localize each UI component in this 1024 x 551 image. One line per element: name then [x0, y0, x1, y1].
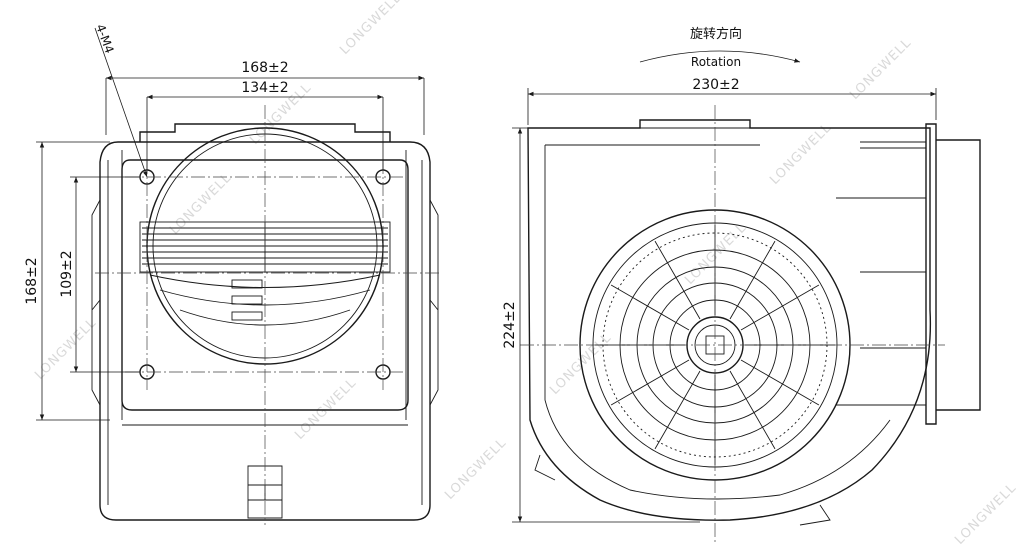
watermark-text: LONGWELL [442, 435, 509, 502]
bottom-feet [534, 454, 831, 526]
watermark-text: LONGWELL [847, 35, 914, 102]
dim-label-width: 230±2 [692, 77, 739, 93]
mounting-plate [121, 159, 409, 411]
watermarks: LONGWELL LONGWELL LONGWELL LONGWELL LONG… [32, 0, 1019, 548]
watermark-text: LONGWELL [292, 375, 359, 442]
hole-note-label: 4-M4 [93, 22, 116, 55]
housing-inner-right [405, 150, 423, 505]
dim-label-height: 224±2 [502, 301, 518, 348]
hole-centerline [125, 160, 405, 390]
grille-spoke [610, 284, 690, 331]
dimension-line-height-outer [36, 141, 110, 421]
grille-spoke [654, 240, 701, 320]
watermark-text: LONGWELL [767, 120, 834, 187]
dimension-line-width-holes [146, 97, 384, 170]
grille-spoke [654, 370, 701, 450]
housing-inner-left [107, 150, 123, 505]
housing-outline [99, 141, 431, 521]
grille-spoke [740, 284, 820, 331]
right-side-detail [429, 199, 439, 406]
dim-label-width-outer: 168±2 [241, 60, 288, 76]
watermark-text: LONGWELL [337, 0, 404, 58]
outlet-flange [925, 123, 937, 425]
scroll-housing [527, 119, 932, 521]
dim-label-width-holes: 134±2 [241, 80, 288, 96]
grille-spoke [610, 359, 690, 406]
grille-spoke [729, 240, 776, 320]
rotation-label-en: Rotation [691, 55, 741, 69]
dimension-line-height-holes [70, 176, 140, 373]
hole-leader [94, 27, 148, 178]
rotation-arrow [639, 50, 801, 63]
rotation-label-zh: 旋转方向 [690, 26, 742, 42]
grille-spoke [729, 370, 776, 450]
side-view: 旋转方向 Rotation 230±2 224±2 [502, 26, 981, 545]
front-view: 168±2 134±2 168±2 109±2 4-M4 [24, 22, 440, 525]
flange-ribs [836, 141, 926, 406]
outlet-duct [936, 139, 981, 411]
watermark-text: LONGWELL [682, 220, 749, 287]
dim-label-height-holes: 109±2 [59, 250, 75, 297]
housing-inner-curve [544, 145, 891, 500]
dimension-line-height [512, 127, 700, 523]
top-lip [528, 119, 760, 146]
dim-label-height-outer: 168±2 [24, 257, 40, 304]
grille-spoke [740, 359, 820, 406]
left-side-detail [91, 199, 101, 406]
watermark-text: LONGWELL [952, 480, 1019, 547]
dimension-line-width-outer [105, 78, 425, 135]
